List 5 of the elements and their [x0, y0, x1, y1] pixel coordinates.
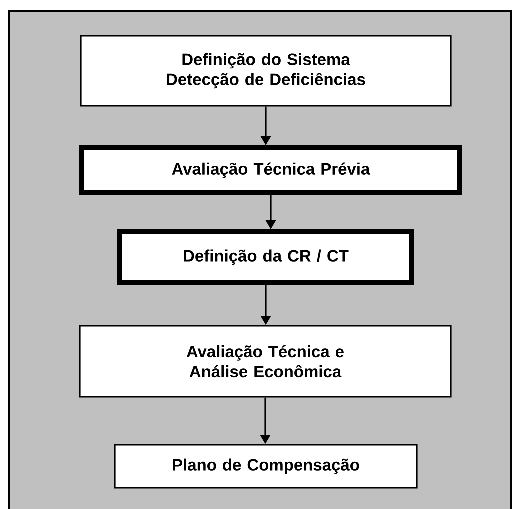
process-box: Avaliação Técnica e Análise Econômica [79, 325, 452, 398]
process-box: Definição do Sistema Detecção de Deficiências [80, 35, 452, 107]
process-box: Plano de Compensação [114, 444, 418, 489]
process-box: Definição da CR / CT [118, 230, 414, 286]
process-box: Avaliação Técnica Prévia [80, 146, 462, 196]
